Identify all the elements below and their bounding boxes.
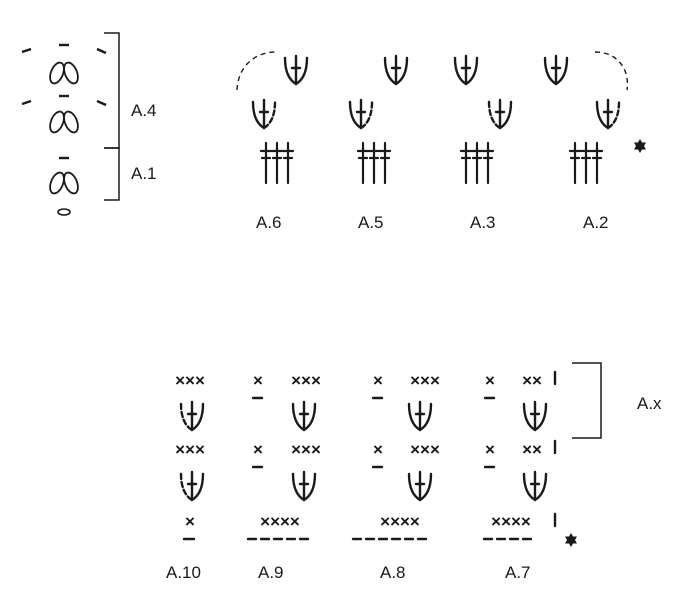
label-a4: A.4 [131, 101, 157, 120]
fan-a2-mid [595, 98, 621, 130]
bracket-a4 [104, 32, 120, 149]
fan-a2-top [543, 54, 569, 86]
bracket-a1 [104, 147, 120, 201]
fan-a3-mid [487, 98, 513, 130]
leaf-row-bottom [46, 156, 82, 216]
chart-bottom: ××× × ××× × ××× × ×× ××× × ××× × ××× × ×… [175, 362, 602, 547]
star-marker-top [634, 139, 646, 153]
svg-text:×××: ××× [410, 371, 440, 390]
svg-text:×: × [373, 440, 383, 459]
svg-text:×××: ××× [410, 440, 440, 459]
chart-top-right [236, 51, 646, 185]
label-a3: A.3 [470, 213, 496, 232]
svg-text:×: × [485, 440, 495, 459]
trebles-a5 [356, 141, 392, 185]
fan-a5-mid [348, 98, 374, 130]
chain-arc-right [594, 51, 629, 91]
label-ax: A.x [637, 394, 662, 413]
svg-text:××: ×× [522, 371, 542, 390]
svg-text:×: × [485, 371, 495, 390]
fan-a9-2 [291, 470, 317, 502]
label-a10: A.10 [166, 563, 201, 582]
fan-a7-2 [522, 470, 548, 502]
chain-dashes [182, 370, 557, 541]
svg-text:××××: ×××× [380, 512, 420, 531]
label-a7: A.7 [505, 563, 531, 582]
svg-text:×××: ××× [175, 440, 205, 459]
svg-text:×××: ××× [291, 440, 321, 459]
leaf-row-middle [21, 94, 107, 136]
leaf-row-top [21, 43, 107, 87]
fan-a6-top [283, 54, 309, 86]
slip-stitch-oval [57, 208, 71, 216]
label-a1: A.1 [131, 164, 157, 183]
label-a9: A.9 [258, 563, 284, 582]
svg-text:××××: ×××× [491, 512, 531, 531]
label-a2: A.2 [583, 213, 609, 232]
double-crochet-rows: ××× × ××× × ××× × ×× ××× × ××× × ××× × ×… [175, 371, 542, 531]
svg-text:×××: ××× [291, 371, 321, 390]
fan-a6-mid [251, 98, 277, 130]
label-a6: A.6 [256, 213, 282, 232]
bracket-ax [572, 362, 602, 439]
trebles-a3 [459, 141, 495, 185]
trebles-a2 [568, 141, 604, 185]
trebles-a6 [259, 141, 295, 185]
svg-text:×: × [253, 371, 263, 390]
label-a8: A.8 [380, 563, 406, 582]
fan-a7-1 [522, 400, 548, 432]
svg-text:×: × [253, 440, 263, 459]
fan-a8-2 [407, 470, 433, 502]
svg-text:×: × [185, 512, 195, 531]
svg-text:××: ×× [522, 440, 542, 459]
svg-text:××××: ×××× [260, 512, 300, 531]
label-a5: A.5 [358, 213, 384, 232]
svg-text:×××: ××× [175, 371, 205, 390]
chart-a1-a4 [21, 32, 120, 216]
star-marker-bottom [565, 533, 577, 547]
fan-a9-1 [291, 400, 317, 432]
fan-a5-top [383, 54, 409, 86]
chain-arc-left [236, 51, 277, 91]
fan-a3-top [453, 54, 479, 86]
fan-a8-1 [407, 400, 433, 432]
svg-text:×: × [373, 371, 383, 390]
fan-a10-1 [179, 400, 205, 432]
fan-a10-2 [179, 470, 205, 502]
